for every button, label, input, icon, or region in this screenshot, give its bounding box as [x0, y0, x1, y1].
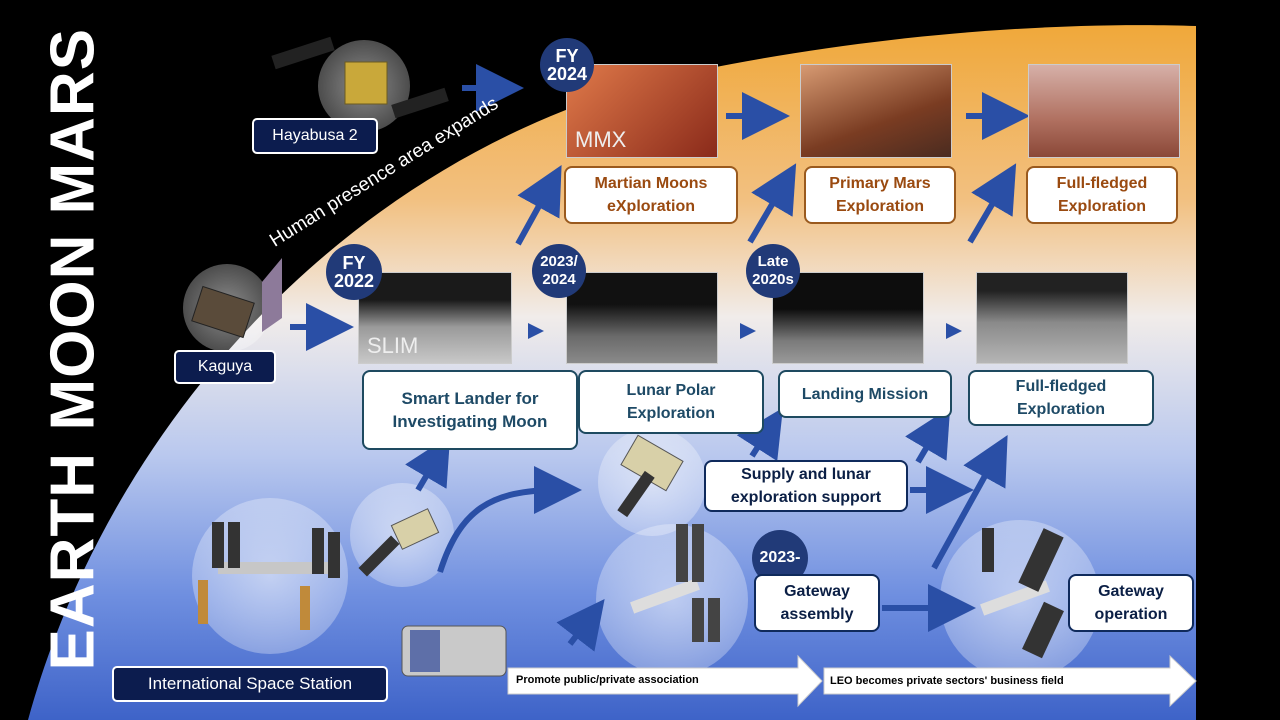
- supply-support-label: Supply and lunar exploration support: [704, 460, 908, 512]
- mars-full-label-line1: Full-fledged: [1056, 175, 1148, 192]
- mmx-label-line2: eXploration: [606, 198, 695, 215]
- badge-2023-2024: 2023/ 2024: [532, 244, 586, 298]
- badge-late-2020s: Late 2020s: [746, 244, 800, 298]
- stage-label-moon: MOON: [38, 233, 108, 431]
- supply-support-label-line1: Supply and lunar: [741, 466, 871, 483]
- kaguya-spacecraft-icon: [191, 258, 282, 339]
- badge-fy2022: FY 2022: [326, 244, 382, 300]
- gateway-complete-icon: [980, 528, 1064, 659]
- gateway-assembly-label-text: Gateway assembly: [781, 580, 854, 626]
- slim-photo-caption: SLIM: [367, 333, 419, 358]
- moon-full-label-line1: Full-fledged: [1015, 378, 1107, 395]
- badge-2023-2024-line1: 2023/: [540, 253, 578, 270]
- mmx-photo: MMX: [566, 64, 718, 158]
- gateway-operation-label-line2: operation: [1094, 606, 1168, 623]
- landing-mission-photo: [772, 272, 924, 364]
- flow-arrows: [290, 64, 1030, 652]
- lunar-polar-photo: [566, 272, 718, 364]
- gateway-operation-label-text: Gateway operation: [1095, 580, 1168, 626]
- badge-2023: 2023-: [752, 530, 808, 586]
- landing-mission-label: Landing Mission: [778, 370, 952, 418]
- lunar-polar-label-line1: Lunar Polar: [626, 382, 716, 399]
- badge-fy2024-line1: FY: [555, 46, 579, 66]
- stage-label-mars: MARS: [38, 27, 108, 215]
- kaguya-label: Kaguya: [174, 350, 276, 384]
- supply-support-label-line2: exploration support: [730, 489, 882, 506]
- gateway-assembly-label-line1: Gateway: [784, 583, 850, 600]
- gateway-assembly-label-line2: assembly: [780, 606, 854, 623]
- gateway-operation-label-line1: Gateway: [1098, 583, 1164, 600]
- small-arrowheads: [528, 323, 962, 339]
- hayabusa-spacecraft-icon: [271, 36, 449, 119]
- primary-mars-label-line2: Exploration: [835, 198, 924, 215]
- public-private-arrow-text: Promote public/private association: [516, 674, 699, 686]
- mmx-label-line1: Martian Moons: [594, 175, 708, 192]
- mmx-photo-caption: MMX: [575, 127, 627, 152]
- htv-x-cargo-icon: [358, 508, 440, 577]
- gateway-station-icon: [630, 524, 720, 642]
- iss-station-icon: [198, 522, 340, 630]
- slim-label-line1: Smart Lander for: [401, 389, 539, 408]
- badge-fy2022-line1: FY: [342, 253, 366, 273]
- hayabusa-label: Hayabusa 2: [252, 118, 378, 154]
- landing-mission-label-text: Landing Mission: [802, 383, 928, 406]
- primary-mars-label-line1: Primary Mars: [829, 175, 931, 192]
- dragon-xl-cargo-icon: [617, 434, 684, 518]
- stage-label-earth: EARTH: [38, 451, 108, 671]
- lunar-base-photo: [976, 272, 1128, 364]
- badge-fy2024: FY 2024: [540, 38, 594, 92]
- moon-full-label-line2: Exploration: [1016, 401, 1105, 418]
- badge-late-2020s-line2: 2020s: [752, 271, 794, 288]
- htv-cargo-icon: [401, 625, 507, 677]
- mars-full-label-line2: Exploration: [1057, 198, 1146, 215]
- badge-late-2020s-line1: Late: [757, 253, 789, 270]
- gateway-operation-label: Gateway operation: [1068, 574, 1194, 632]
- bottom-arrow-shapes: [507, 654, 1197, 708]
- lunar-polar-label-line2: Exploration: [626, 405, 715, 422]
- mars-base-photo: [1028, 64, 1180, 158]
- slim-photo: SLIM: [358, 272, 512, 364]
- primary-mars-photo: [800, 64, 952, 158]
- badge-2023-2024-line2: 2024: [542, 271, 576, 288]
- landing-mission-label-line1: Landing Mission: [801, 385, 929, 403]
- iss-label: International Space Station: [112, 666, 388, 702]
- badge-fy2022-line2: 2022: [333, 271, 375, 291]
- mmx-label: Martian Moons eXploration: [564, 166, 738, 224]
- leo-private-arrow-text: LEO becomes private sectors' business fi…: [830, 675, 1064, 687]
- badge-2023-line1: 2023-: [759, 549, 801, 566]
- slim-label-line2: Investigating Moon: [392, 412, 548, 431]
- mmx-label-text: Martian Moons eXploration: [595, 172, 708, 218]
- supply-support-label-text: Supply and lunar exploration support: [731, 463, 881, 509]
- gateway-assembly-label: Gateway assembly: [754, 574, 880, 632]
- badge-fy2024-line2: 2024: [546, 64, 588, 84]
